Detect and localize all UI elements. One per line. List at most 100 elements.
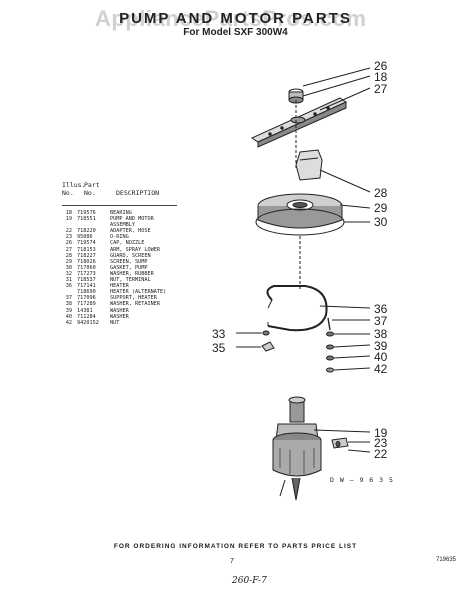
part-no-cell: 719574	[77, 240, 96, 247]
table-row: 18 719576 BEARING	[58, 210, 169, 216]
illus-no-cell: 26	[65, 240, 72, 247]
part-no-cell: 718026	[77, 258, 96, 265]
document-code: 719635	[436, 557, 457, 563]
leader-26	[302, 67, 371, 87]
description-cell: ARM, SPRAY LOWER	[110, 246, 160, 253]
description-cell: BEARING	[110, 210, 132, 216]
leader-39	[333, 344, 371, 348]
part-no-cell: 717289	[77, 301, 96, 308]
part-no-cell: 95086	[77, 234, 93, 241]
leader-22	[347, 449, 371, 453]
terminal-nut-part	[261, 341, 275, 352]
callout-30: 30	[374, 215, 388, 229]
callout-38: 38	[374, 327, 388, 341]
sump-screen-part	[257, 193, 343, 229]
part-no-cell: 718690	[77, 289, 96, 296]
description-cell: WASHER, RETAINER	[110, 301, 160, 308]
illus-no-cell: 40	[65, 313, 72, 320]
illus-no-cell: 36	[65, 283, 72, 290]
illus-no-cell: 42	[65, 319, 72, 326]
heater-support-part	[327, 317, 331, 331]
part-no-cell: 719576	[77, 210, 96, 216]
table-row: 36 717141 HEATER	[58, 283, 169, 289]
table-row: 718690 HEATER (ALTERNATE)	[58, 289, 169, 295]
table-row: ASSEMBLY	[58, 222, 169, 228]
illus-no-cell: 30	[65, 264, 72, 271]
part-no-cell: 717273	[77, 270, 96, 277]
callout-33: 33	[212, 327, 226, 341]
description-cell: WASHER	[110, 313, 129, 320]
washers-nut-parts	[326, 331, 334, 373]
part-no-cell: 718227	[77, 252, 96, 259]
page-number: 7	[230, 558, 234, 565]
col-illus-no-label: No.	[62, 188, 74, 197]
description-cell: HEATER	[110, 283, 129, 290]
callout-39: 39	[374, 339, 388, 353]
part-no-cell: 717141	[77, 283, 96, 290]
illus-no-cell: 19	[65, 216, 72, 223]
part-no-cell: 717096	[77, 295, 96, 302]
spray-arm-part	[250, 97, 348, 148]
callout-42: 42	[374, 362, 388, 376]
part-no-cell: 711284	[77, 313, 96, 320]
callout-26: 26	[374, 59, 388, 73]
watermark: AppliancePartsPros.com	[95, 6, 367, 31]
table-row: 28 718227 GUARD, SCREEN	[58, 253, 169, 259]
description-cell: PUMP AND MOTOR	[110, 216, 154, 223]
illus-no-cell: 32	[65, 270, 72, 277]
leader-27	[319, 87, 371, 111]
illus-no-cell: 31	[65, 277, 72, 284]
table-row: 40 711284 WASHER	[58, 314, 169, 320]
leader-18	[302, 75, 371, 97]
illus-no-cell: 29	[65, 258, 72, 265]
table-divider	[62, 205, 177, 206]
callout-23: 23	[374, 436, 388, 450]
callout-37: 37	[374, 314, 388, 328]
illus-no-cell: 27	[65, 246, 72, 253]
callout-40: 40	[374, 350, 388, 364]
description-cell: HEATER (ALTERNATE)	[110, 289, 167, 296]
ordering-note: FOR ORDERING INFORMATION REFER TO PARTS …	[113, 543, 358, 550]
leader-29	[339, 204, 371, 209]
illus-no-cell: 39	[65, 307, 72, 314]
col-illus-label: Illus.	[62, 181, 86, 189]
part-no-cell: 718537	[77, 277, 96, 284]
parts-table-header: Illus.Part No.No.DESCRIPTION	[62, 181, 160, 197]
callout-22: 22	[374, 447, 388, 461]
description-cell: NUT, TERMINAL	[110, 277, 151, 284]
description-cell: NUT	[110, 319, 120, 326]
description-cell: SUPPORT, HEATER	[110, 295, 157, 302]
description-cell: WASHER, RUBBER	[110, 270, 154, 277]
description-cell: ADAPTER, HOSE	[110, 228, 151, 235]
col-part-no-label: No.	[84, 188, 96, 197]
illus-no-cell: 28	[65, 252, 72, 259]
part-no-cell: 718153	[77, 246, 96, 253]
leader-28	[319, 169, 371, 193]
table-row: 27 718153 ARM, SPRAY LOWER	[58, 247, 169, 253]
illus-no-cell: 18	[65, 210, 72, 216]
description-cell: GASKET, PUMP	[110, 264, 148, 271]
rubber-washer-part	[262, 330, 270, 336]
table-row: 32 717273 WASHER, RUBBER	[58, 271, 169, 277]
illus-no-cell: 38	[65, 301, 72, 308]
hose-adapter-part	[331, 437, 349, 449]
screen-guard-part	[295, 149, 323, 181]
description-cell: GUARD, SCREEN	[110, 252, 151, 259]
callout-29: 29	[374, 201, 388, 215]
leader-40	[333, 355, 371, 359]
page-title: PUMP AND MOTOR PARTS	[119, 10, 352, 27]
part-no-cell: 9420152	[77, 319, 99, 326]
part-no-cell: 14381	[77, 307, 93, 314]
pump-motor-assembly-part	[272, 396, 322, 501]
leader-19	[313, 429, 371, 433]
col-description-label: DESCRIPTION	[116, 188, 160, 197]
